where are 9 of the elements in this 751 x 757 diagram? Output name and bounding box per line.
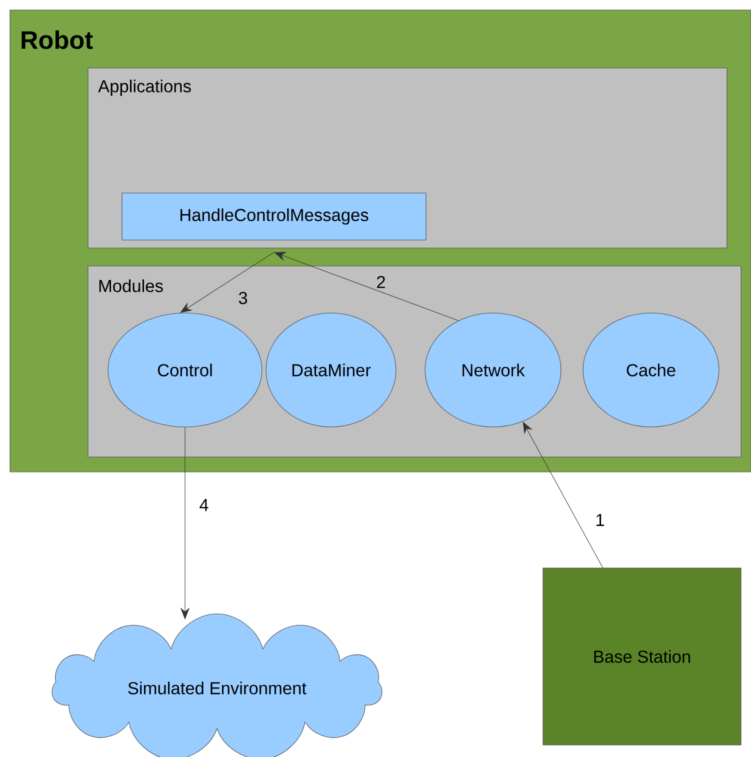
edge-label: 3 <box>238 292 248 304</box>
edge-label: 4 <box>200 499 208 511</box>
arrow <box>180 252 274 313</box>
edge-label: 1 <box>596 514 604 526</box>
arrow <box>522 422 603 568</box>
arrow <box>274 252 459 321</box>
process-box: HandleControlMessages <box>122 192 426 240</box>
station-box: Base Station <box>542 568 742 746</box>
edge-label: 2 <box>377 276 385 288</box>
